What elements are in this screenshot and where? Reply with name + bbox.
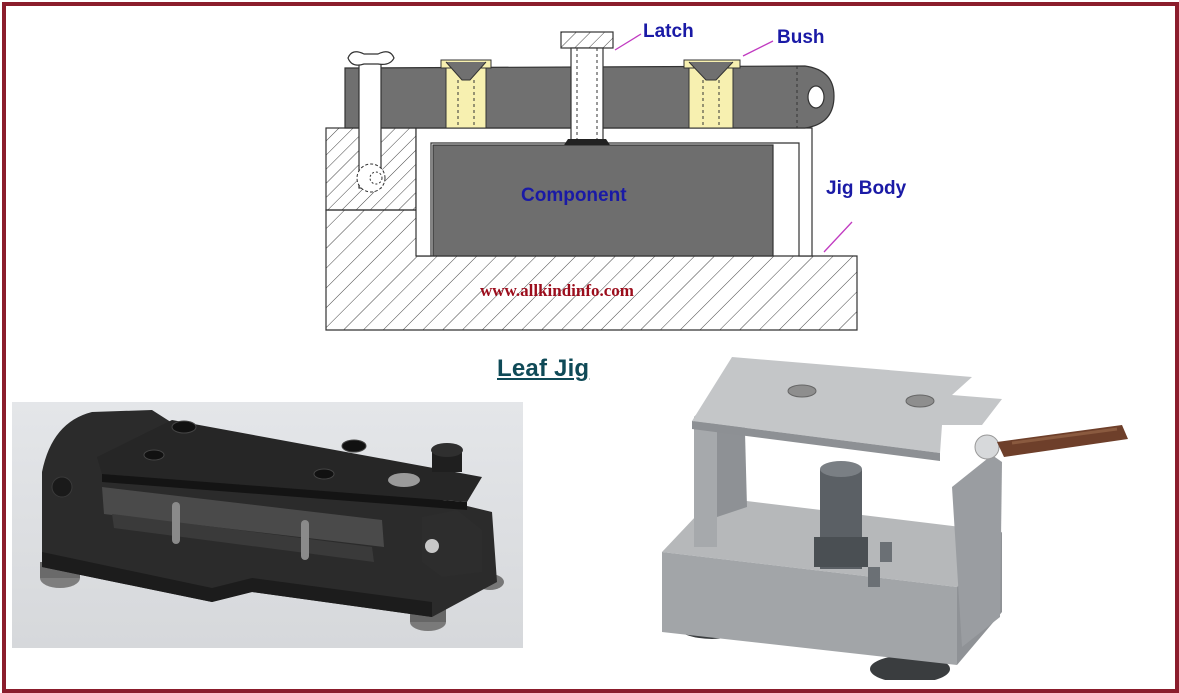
latch-screw (560, 31, 614, 145)
bush-label: Bush (777, 27, 825, 48)
diagram-title: Leaf Jig (497, 355, 590, 382)
bush-left (440, 59, 492, 129)
jig-body-frame (415, 127, 813, 257)
latch-label: Latch (643, 21, 694, 42)
leaf-jig-render-left (12, 402, 523, 648)
component-label: Component (521, 185, 627, 206)
jig-body-leader (823, 221, 853, 253)
latch-leader (614, 33, 642, 51)
leaf-jig-render-right (652, 347, 1152, 680)
bush-leader (742, 40, 774, 57)
component-block (432, 144, 774, 257)
wing-bolt (347, 51, 395, 193)
jig-body-label: Jig Body (826, 178, 907, 199)
bush-right (683, 59, 741, 129)
watermark-text: www.allkindinfo.com (480, 281, 634, 300)
leaf-jig-schematic: Latch Bush Component Jig Body www.allkin… (325, 21, 907, 331)
